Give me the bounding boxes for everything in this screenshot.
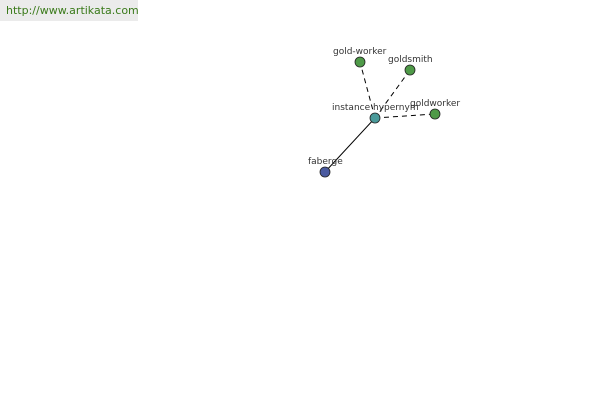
edge-goldworker xyxy=(374,113,436,119)
edge-goldsmith xyxy=(374,69,411,119)
label-goldsmith: goldsmith xyxy=(388,55,433,65)
node-gold-worker[interactable] xyxy=(354,56,366,68)
label-faberge: faberge xyxy=(308,157,343,167)
node-instance-hypernym[interactable] xyxy=(369,112,381,124)
node-goldsmith[interactable] xyxy=(404,64,416,76)
label-instance-hypernym: instance hypernym xyxy=(332,103,419,113)
edge-faberge xyxy=(324,117,376,173)
label-goldworker: goldworker xyxy=(410,99,460,109)
node-faberge[interactable] xyxy=(319,166,331,178)
node-goldworker[interactable] xyxy=(429,108,441,120)
edge-gold-worker xyxy=(359,61,376,119)
label-gold-worker: gold-worker xyxy=(333,47,387,57)
source-url[interactable]: http://www.artikata.com xyxy=(0,0,139,21)
